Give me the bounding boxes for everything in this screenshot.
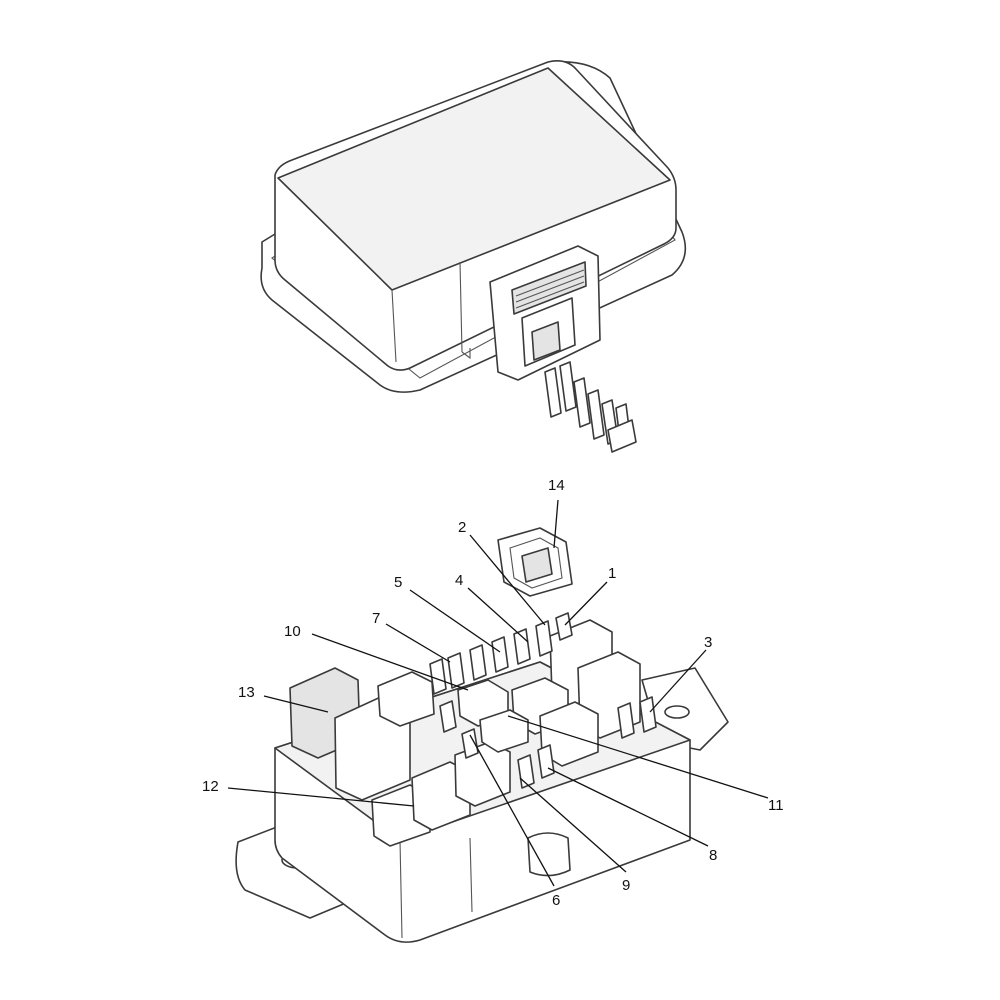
callout-10: 10 — [284, 623, 301, 640]
cover-pin-row — [544, 361, 637, 453]
callout-3: 3 — [704, 634, 712, 651]
callout-4: 4 — [455, 572, 463, 589]
fuse-box-base — [235, 612, 729, 943]
callout-6: 6 — [552, 892, 560, 909]
callout-1: 1 — [608, 565, 616, 582]
mini-fuse-row — [429, 612, 657, 789]
clip-14 — [497, 527, 573, 597]
callout-5: 5 — [394, 574, 402, 591]
callout-14: 14 — [548, 477, 565, 494]
callout-12: 12 — [202, 778, 219, 795]
callout-9: 9 — [622, 877, 630, 894]
callout-8: 8 — [709, 847, 717, 864]
callout-13: 13 — [238, 684, 255, 701]
callout-7: 7 — [372, 610, 380, 627]
leader-lines — [227, 499, 769, 887]
callout-11: 11 — [768, 797, 784, 814]
callout-2: 2 — [458, 519, 466, 536]
callout-labels: 1 2 3 4 5 6 7 8 9 10 11 12 13 14 — [202, 477, 784, 909]
fuse-box-cover — [260, 60, 687, 453]
